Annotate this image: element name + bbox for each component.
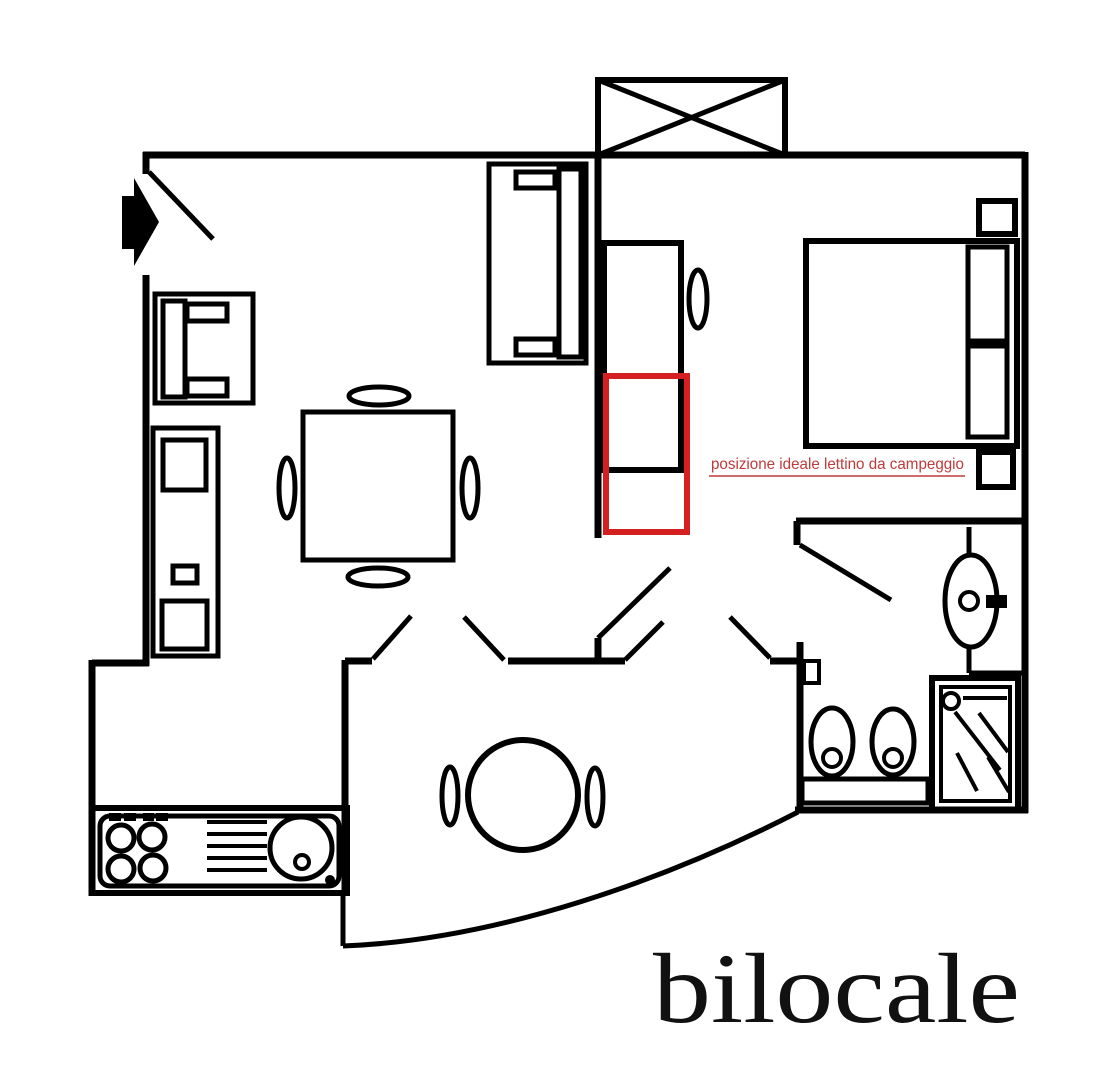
cabinet-drawer [170, 563, 200, 586]
curved-exterior-wall [342, 809, 800, 949]
round-table-chair-right [584, 765, 606, 829]
nightstand-bottom [976, 449, 1016, 490]
kitchen-sink-drain [293, 853, 311, 871]
hob-knob-4 [156, 813, 168, 821]
hob-knob-3 [143, 813, 154, 821]
hob-burner-2 [136, 821, 168, 853]
dining-table-icon [276, 384, 481, 589]
bidet-bowl [869, 706, 917, 778]
door-swing-bathroom [798, 542, 893, 603]
door-swing-living-right [462, 615, 506, 662]
entry-arrow-icon [122, 178, 159, 266]
dining-chair-right [459, 455, 481, 521]
shower-spray [953, 710, 1011, 794]
shower-inner [939, 685, 1012, 803]
bed-pillow-bottom [965, 343, 1010, 440]
window-frame [595, 77, 788, 158]
toilet-bowl [808, 705, 856, 779]
sink-faucet [986, 595, 1007, 608]
bidet-icon [869, 706, 917, 778]
entry-door-swing [147, 170, 215, 241]
dining-chair-top [346, 384, 412, 408]
sofa-body [486, 161, 589, 366]
round-table-chair-left [439, 764, 461, 828]
double-bed-icon [803, 198, 1020, 490]
hob-burner-1 [105, 822, 137, 854]
kitchen-counter [97, 813, 342, 889]
armchair-arm-top [184, 301, 230, 324]
sofa-icon [486, 161, 589, 366]
cabinet-shelf-bottom [159, 598, 210, 652]
kitchen-outer [89, 805, 350, 896]
hob-burner-3 [105, 853, 137, 885]
bed-pillow-top [965, 244, 1010, 344]
wall-jamb-block [802, 659, 821, 685]
side-cabinet-icon [150, 425, 221, 659]
dining-chair-bottom [345, 565, 411, 589]
sofa-arm-top [513, 169, 558, 191]
dining-chair-left [276, 455, 298, 521]
kitchen-sink [267, 814, 335, 882]
toilet-drain [821, 747, 843, 769]
door-swing-bedroom-long [596, 566, 672, 640]
window-icon [595, 77, 788, 158]
hob-knob-1 [109, 813, 121, 821]
armchair-back [160, 298, 188, 400]
annotation: posizione ideale lettino da campeggio [709, 456, 965, 477]
cabinet-body [150, 425, 221, 659]
interior-doors [371, 542, 893, 662]
bed-body [803, 238, 1020, 449]
drainer-lines [207, 820, 267, 872]
nightstand-top [976, 198, 1018, 237]
hob-burner-4 [137, 852, 169, 884]
shower-head [941, 691, 961, 711]
window-cross [597, 77, 786, 158]
armchair-body [152, 291, 256, 406]
round-table-icon [439, 737, 606, 853]
bathroom [799, 527, 1022, 813]
shower-outer [929, 675, 1021, 813]
page-title: bilocale [653, 933, 1020, 1044]
armchair-icon [152, 291, 256, 406]
shower-icon [929, 675, 1021, 813]
hob-knob-2 [124, 813, 136, 821]
cabinet-shelf-top [160, 437, 209, 493]
toilet-icon [808, 705, 856, 779]
bidet-drain [882, 747, 904, 769]
sofa-arm-bottom [513, 336, 558, 358]
walls [88, 151, 1029, 949]
door-swing-hall [728, 615, 772, 660]
camping-cot-highlight-box [603, 373, 690, 535]
wardrobe-icon [601, 240, 710, 473]
sofa-back [556, 166, 584, 360]
round-table-top [465, 737, 581, 853]
armchair-arm-bottom [184, 376, 230, 399]
door-swing-living-left [371, 614, 413, 661]
bathroom-shelf [799, 776, 931, 806]
wardrobe-chair [686, 267, 710, 331]
kitchen-sink-tap [325, 875, 335, 885]
entry [122, 170, 215, 266]
sink-drain [958, 590, 980, 612]
door-swing-bedroom-short [623, 620, 665, 662]
kitchen-unit-icon [89, 805, 350, 896]
annotation-label: posizione ideale lettino da campeggio [711, 456, 964, 473]
dining-table-top [300, 409, 456, 563]
wardrobe-body [601, 240, 684, 473]
